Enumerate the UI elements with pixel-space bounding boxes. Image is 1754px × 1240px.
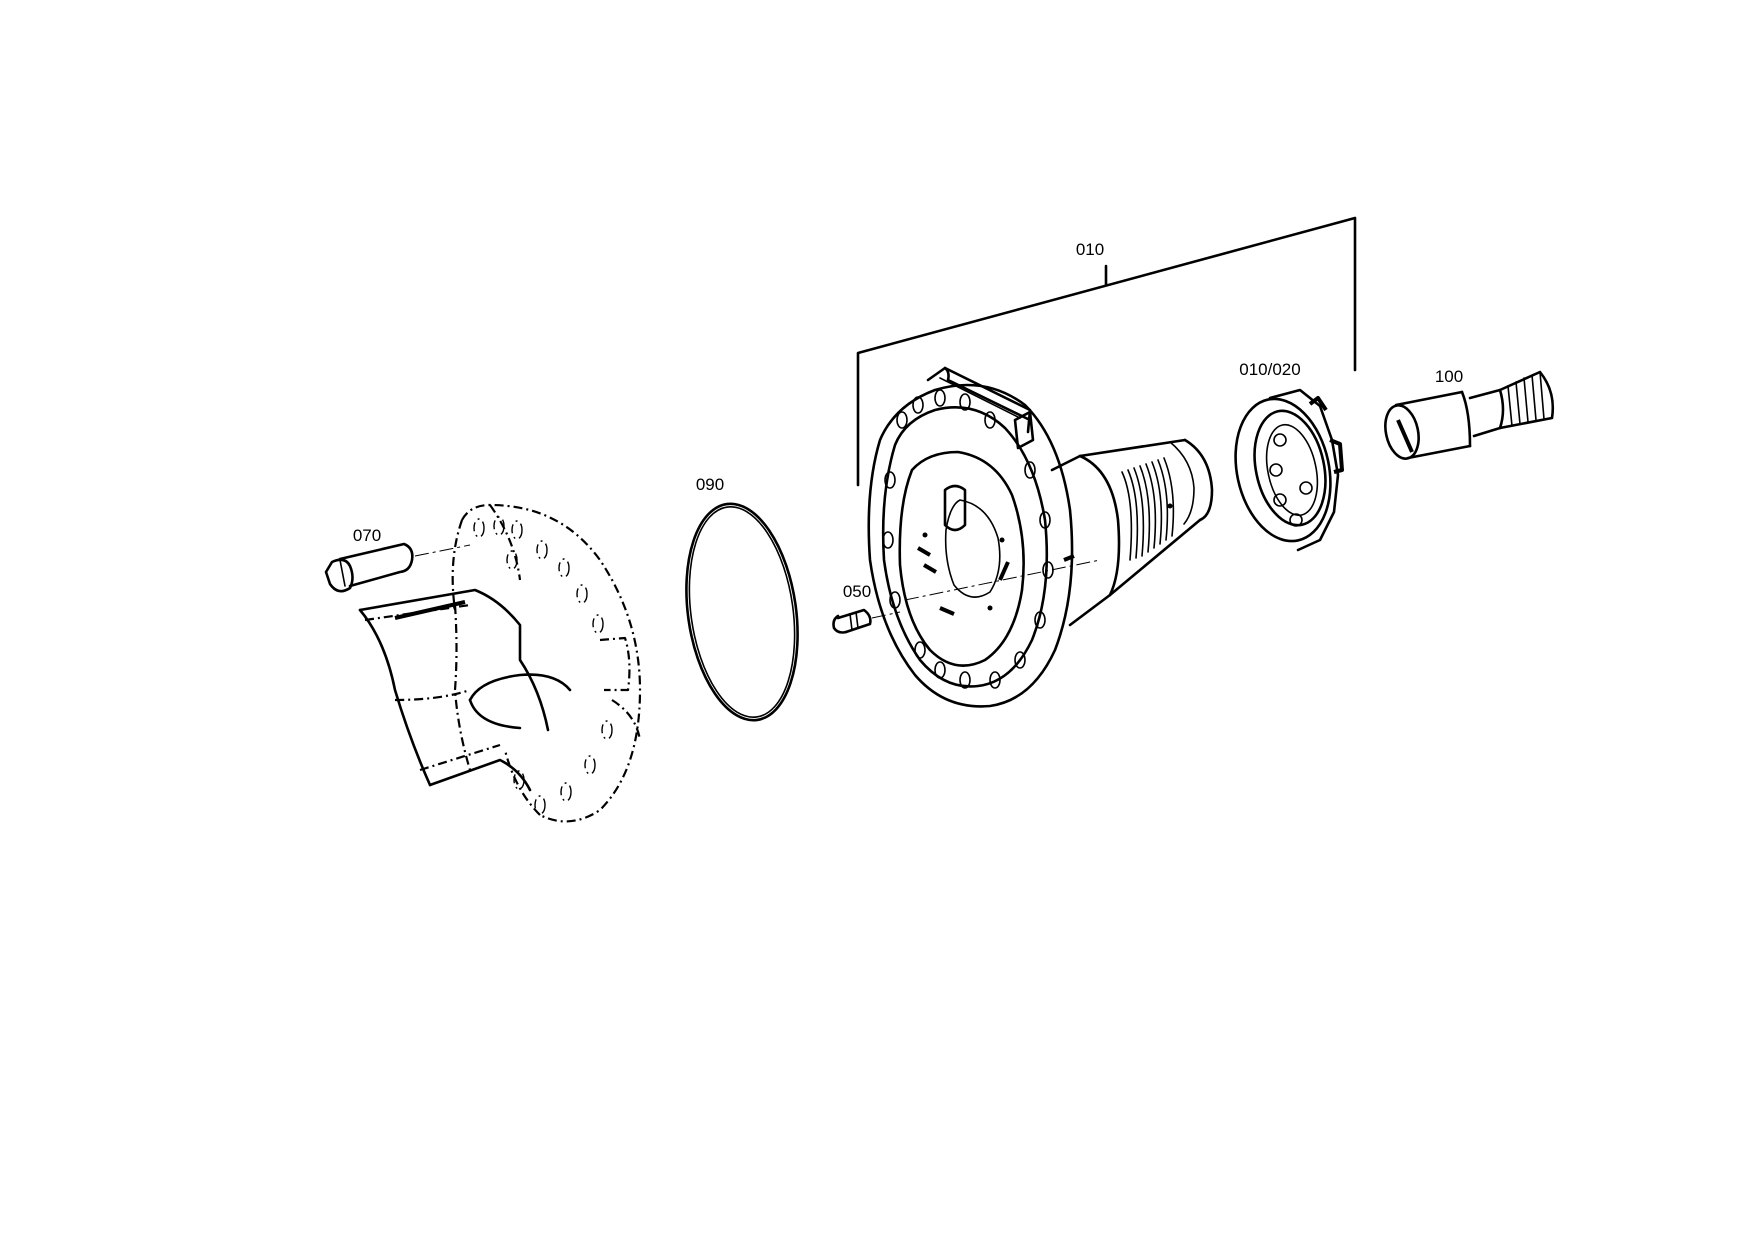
part-010-020-bearing[interactable]	[1223, 388, 1344, 552]
part-100-shaft[interactable]	[1381, 370, 1555, 462]
label-090: 090	[696, 475, 724, 494]
part-070-bolt[interactable]	[324, 542, 471, 593]
part-090-o-ring[interactable]	[673, 497, 810, 728]
part-050-plug[interactable]	[832, 608, 901, 634]
assembly-bracket-010	[856, 216, 1357, 487]
label-100: 100	[1435, 367, 1463, 386]
label-050: 050	[843, 582, 871, 601]
label-010: 010	[1076, 240, 1104, 259]
part-010-hub-assembly[interactable]	[867, 366, 1214, 708]
label-070: 070	[353, 526, 381, 545]
housing-phantom	[358, 503, 642, 823]
label-010-020: 010/020	[1239, 360, 1300, 379]
